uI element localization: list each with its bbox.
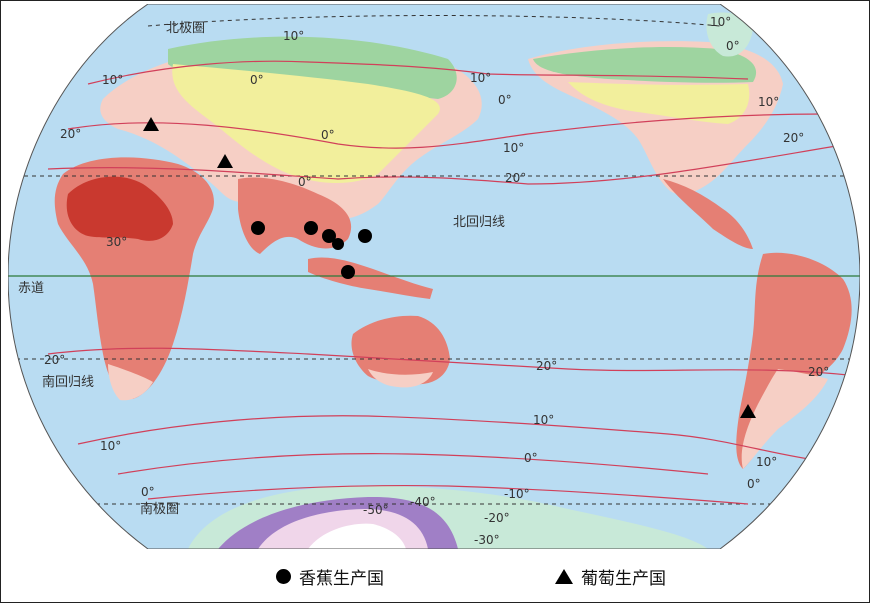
isotherm-label: 0° [498,93,512,107]
isotherm-label: 10° [100,439,121,453]
tropic-capricorn-label: 南回归线 [42,374,94,390]
arctic-circle-label: 北极圈 [166,21,205,36]
antarctica-inner [308,523,406,549]
arctic-circle-line [147,15,721,27]
eurasia-mild-zone [172,64,440,184]
isotherm-label: 10° [710,15,731,29]
south-america-south [741,369,828,469]
africa-south-tip [108,364,153,401]
africa-desert-core [66,176,173,241]
isotherm-label: 20° [783,131,804,145]
equator-label: 赤道 [18,281,44,296]
banana-marker [358,229,372,243]
eurasia-cold-zone [168,36,457,99]
australia-landmass [351,315,450,385]
banana-legend-icon [276,569,291,584]
north-america-mild [568,82,750,124]
isotherm-label: 10° [503,141,524,155]
grape-legend-icon [555,569,573,584]
isotherm-label: 0° [141,485,155,499]
greenland [706,12,753,57]
grape-marker [143,117,159,131]
isotherm-label: 20° [60,127,81,141]
globe-outline [8,4,860,549]
isotherm-label: 20° [505,171,526,185]
isotherm-label: 10° [283,29,304,43]
banana-marker [251,221,265,235]
isotherm-label: 10° [756,455,777,469]
banana-marker [304,221,318,235]
grape-marker [217,154,233,168]
north-america-cold [533,47,757,83]
isotherm-label: 0° [747,477,761,491]
antarctic-circle-label: 南极圈 [140,501,179,517]
isotherm-label: 20° [808,365,829,379]
legend-banana: 香蕉生产国 [276,564,384,589]
isotherms [47,60,859,505]
isotherm-label: -20° [484,511,510,525]
world-map: 北极圈 北回归线 赤道 南回归线 南极圈 10° 10° 0° 10° 0° 1… [8,4,860,549]
grape-marker [740,404,756,418]
isotherm-label: 0° [726,39,740,53]
isotherm-label: 10° [758,95,779,109]
isotherm-label: 0° [250,73,264,87]
legend-grape: 葡萄生产国 [555,564,666,589]
isotherm-label: 20° [44,353,65,367]
banana-marker [322,229,336,243]
isotherm-label: 30° [106,235,127,249]
banana-legend-label: 香蕉生产国 [299,569,384,589]
isotherm-label: -40° [410,495,436,509]
isotherm-label: 10° [102,73,123,87]
isotherm-label: -30° [474,533,500,547]
isotherm-label: 10° [533,413,554,427]
indonesia-islands [308,257,433,299]
isotherm-label: 20° [536,359,557,373]
grape-legend-label: 葡萄生产国 [581,569,666,589]
central-america [663,179,753,249]
isotherm-label: -50° [363,503,389,517]
banana-marker [332,238,344,250]
australia-south [368,369,433,388]
grape-markers [143,117,756,418]
isotherm-label: 0° [321,128,335,142]
isotherm-label: 10° [470,71,491,85]
tropic-cancer-label: 北回归线 [453,215,505,230]
isotherm-label: -10° [504,487,530,501]
banana-markers [251,221,372,279]
isotherm-label: 0° [524,451,538,465]
banana-marker [341,265,355,279]
isotherm-label: 0° [298,175,312,189]
